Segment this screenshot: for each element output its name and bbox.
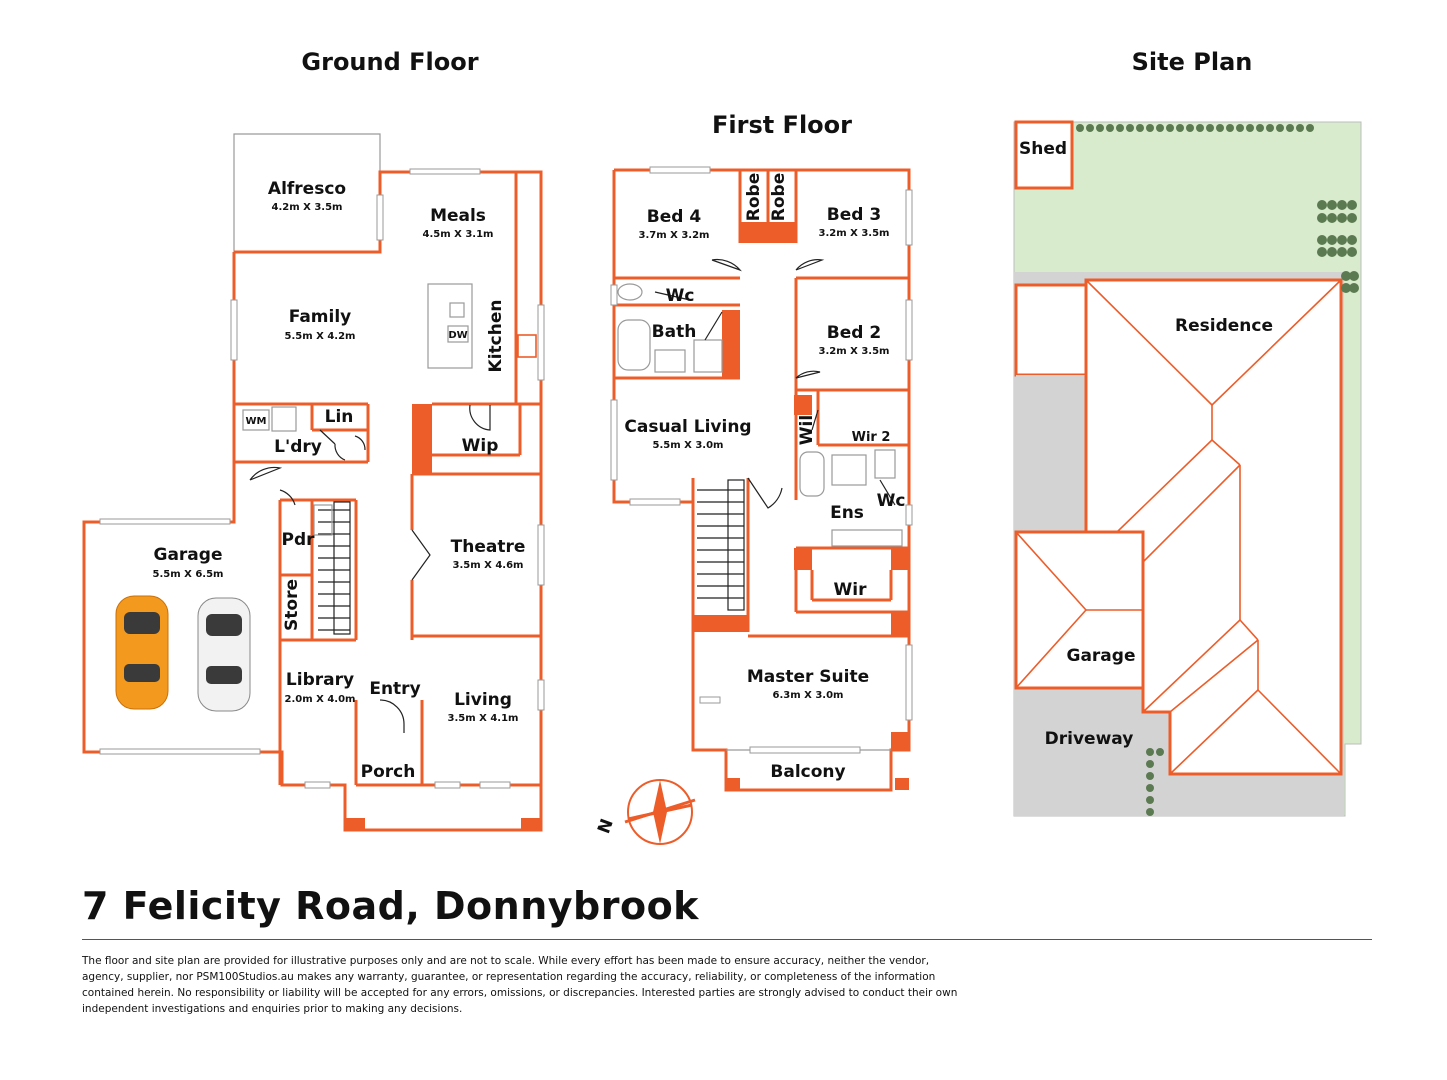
robe-2-label: Robe <box>769 173 789 221</box>
meals-size: 4.5m X 3.1m <box>423 229 494 240</box>
dishwasher-label: DW <box>448 330 467 341</box>
living-size: 3.5m X 4.1m <box>448 713 519 724</box>
meals-label: Meals <box>430 206 486 226</box>
driveway-label: Driveway <box>1045 729 1134 749</box>
ensuite-label: Ens <box>830 503 864 523</box>
family-label: Family <box>289 307 352 327</box>
wir-2-label: Wir 2 <box>852 430 891 445</box>
ground-floor-heading: Ground Floor <box>301 48 478 76</box>
shed-label: Shed <box>1019 139 1067 159</box>
residence-label: Residence <box>1175 316 1273 336</box>
wil-label: Wil <box>797 415 817 445</box>
laundry-label: L'dry <box>274 437 322 457</box>
linen-label: Lin <box>325 407 354 427</box>
casual-living-size: 5.5m X 3.0m <box>653 440 724 451</box>
wc-2-label: Wc <box>877 491 906 511</box>
theatre-size: 3.5m X 4.6m <box>453 560 524 571</box>
bed-4-size: 3.7m X 3.2m <box>639 230 710 241</box>
library-size: 2.0m X 4.0m <box>285 694 356 705</box>
first-floor-heading: First Floor <box>712 111 852 139</box>
garage-size: 5.5m X 6.5m <box>153 569 224 580</box>
disclaimer-text: The floor and site plan are provided for… <box>82 955 958 1015</box>
wc-1-label: Wc <box>666 286 695 306</box>
bed-4-label: Bed 4 <box>647 207 702 227</box>
master-suite-label: Master Suite <box>747 667 869 687</box>
master-suite-size: 6.3m X 3.0m <box>773 690 844 701</box>
kitchen-label: Kitchen <box>486 300 506 373</box>
store-label: Store <box>282 579 302 631</box>
bed-2-size: 3.2m X 3.5m <box>819 346 890 357</box>
orange-car-icon <box>115 595 169 710</box>
north-label: N <box>594 816 618 836</box>
theatre-label: Theatre <box>451 537 526 557</box>
ground-floor-plan <box>82 133 545 832</box>
white-car-icon <box>197 597 251 712</box>
bath-label: Bath <box>652 322 697 342</box>
site-garage-label: Garage <box>1067 646 1136 666</box>
washing-machine-label: WM <box>246 416 267 427</box>
first-floor-plan <box>610 166 913 792</box>
bed-3-size: 3.2m X 3.5m <box>819 228 890 239</box>
first-floor-stairs <box>697 479 745 611</box>
bed-2-label: Bed 2 <box>827 323 881 343</box>
bed-3-label: Bed 3 <box>827 205 881 225</box>
alfresco-size: 4.2m X 3.5m <box>272 202 343 213</box>
wir-label: Wir <box>834 580 868 600</box>
porch-label: Porch <box>361 762 416 782</box>
entry-label: Entry <box>369 679 420 699</box>
alfresco-label: Alfresco <box>268 179 346 199</box>
balcony-label: Balcony <box>770 762 845 782</box>
casual-living-label: Casual Living <box>624 417 751 437</box>
compass-icon <box>624 779 696 845</box>
family-size: 5.5m X 4.2m <box>285 331 356 342</box>
wip-label: Wip <box>462 436 499 456</box>
property-address: 7 Felicity Road, Donnybrook <box>82 884 699 928</box>
divider <box>82 939 1372 940</box>
site-plan-heading: Site Plan <box>1132 48 1253 76</box>
library-label: Library <box>286 670 354 690</box>
garage-label: Garage <box>154 545 223 565</box>
shed-outline <box>1014 120 1074 190</box>
powder-label: Pdr <box>281 530 315 550</box>
ground-stairs <box>318 501 351 635</box>
living-label: Living <box>454 690 512 710</box>
site-plan-drawing <box>1013 120 1362 817</box>
robe-1-label: Robe <box>744 173 764 221</box>
